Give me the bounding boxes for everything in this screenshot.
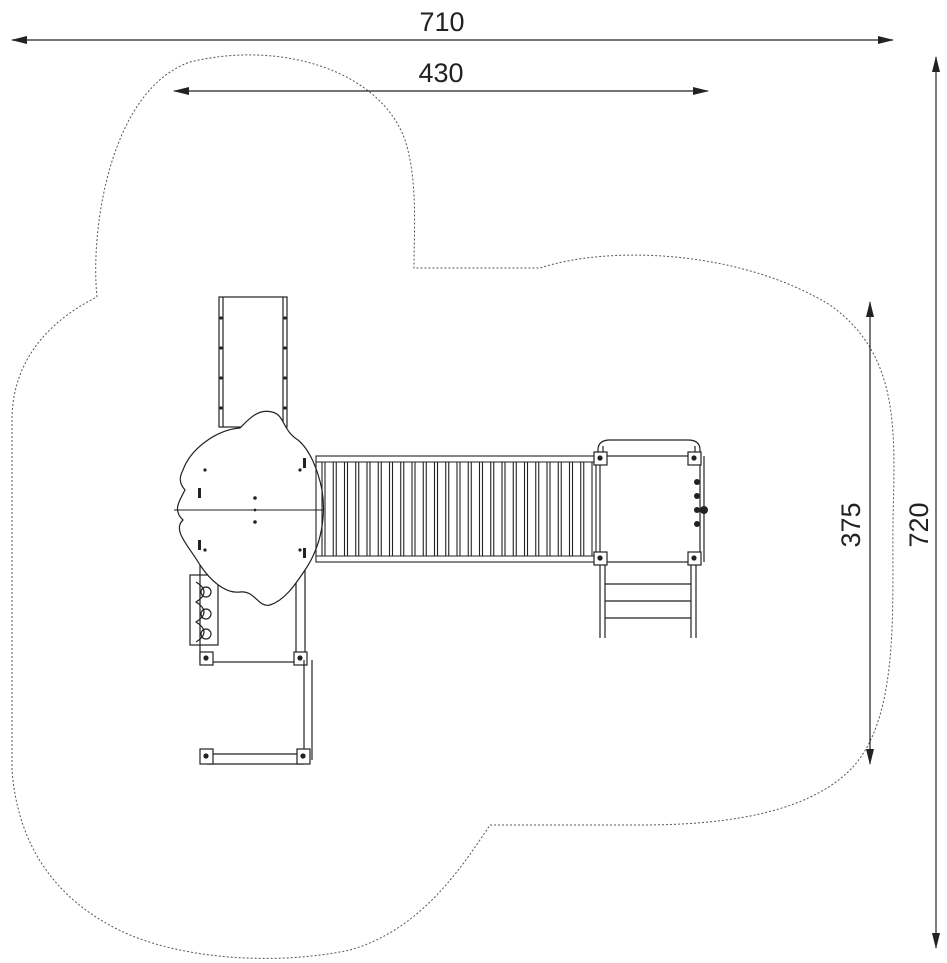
dim-label-430: 430 [418,58,463,88]
dim-label-720: 720 [904,502,934,547]
dim-label-710: 710 [419,7,464,37]
right-tower [593,439,708,566]
climbing-holds [189,574,219,646]
lower-deck [199,660,313,765]
roof [174,410,324,606]
dim-label-375: 375 [836,502,866,547]
bridge [315,455,597,563]
safety-zone-outline [11,54,895,959]
ladder [599,565,697,638]
slide [218,296,288,428]
